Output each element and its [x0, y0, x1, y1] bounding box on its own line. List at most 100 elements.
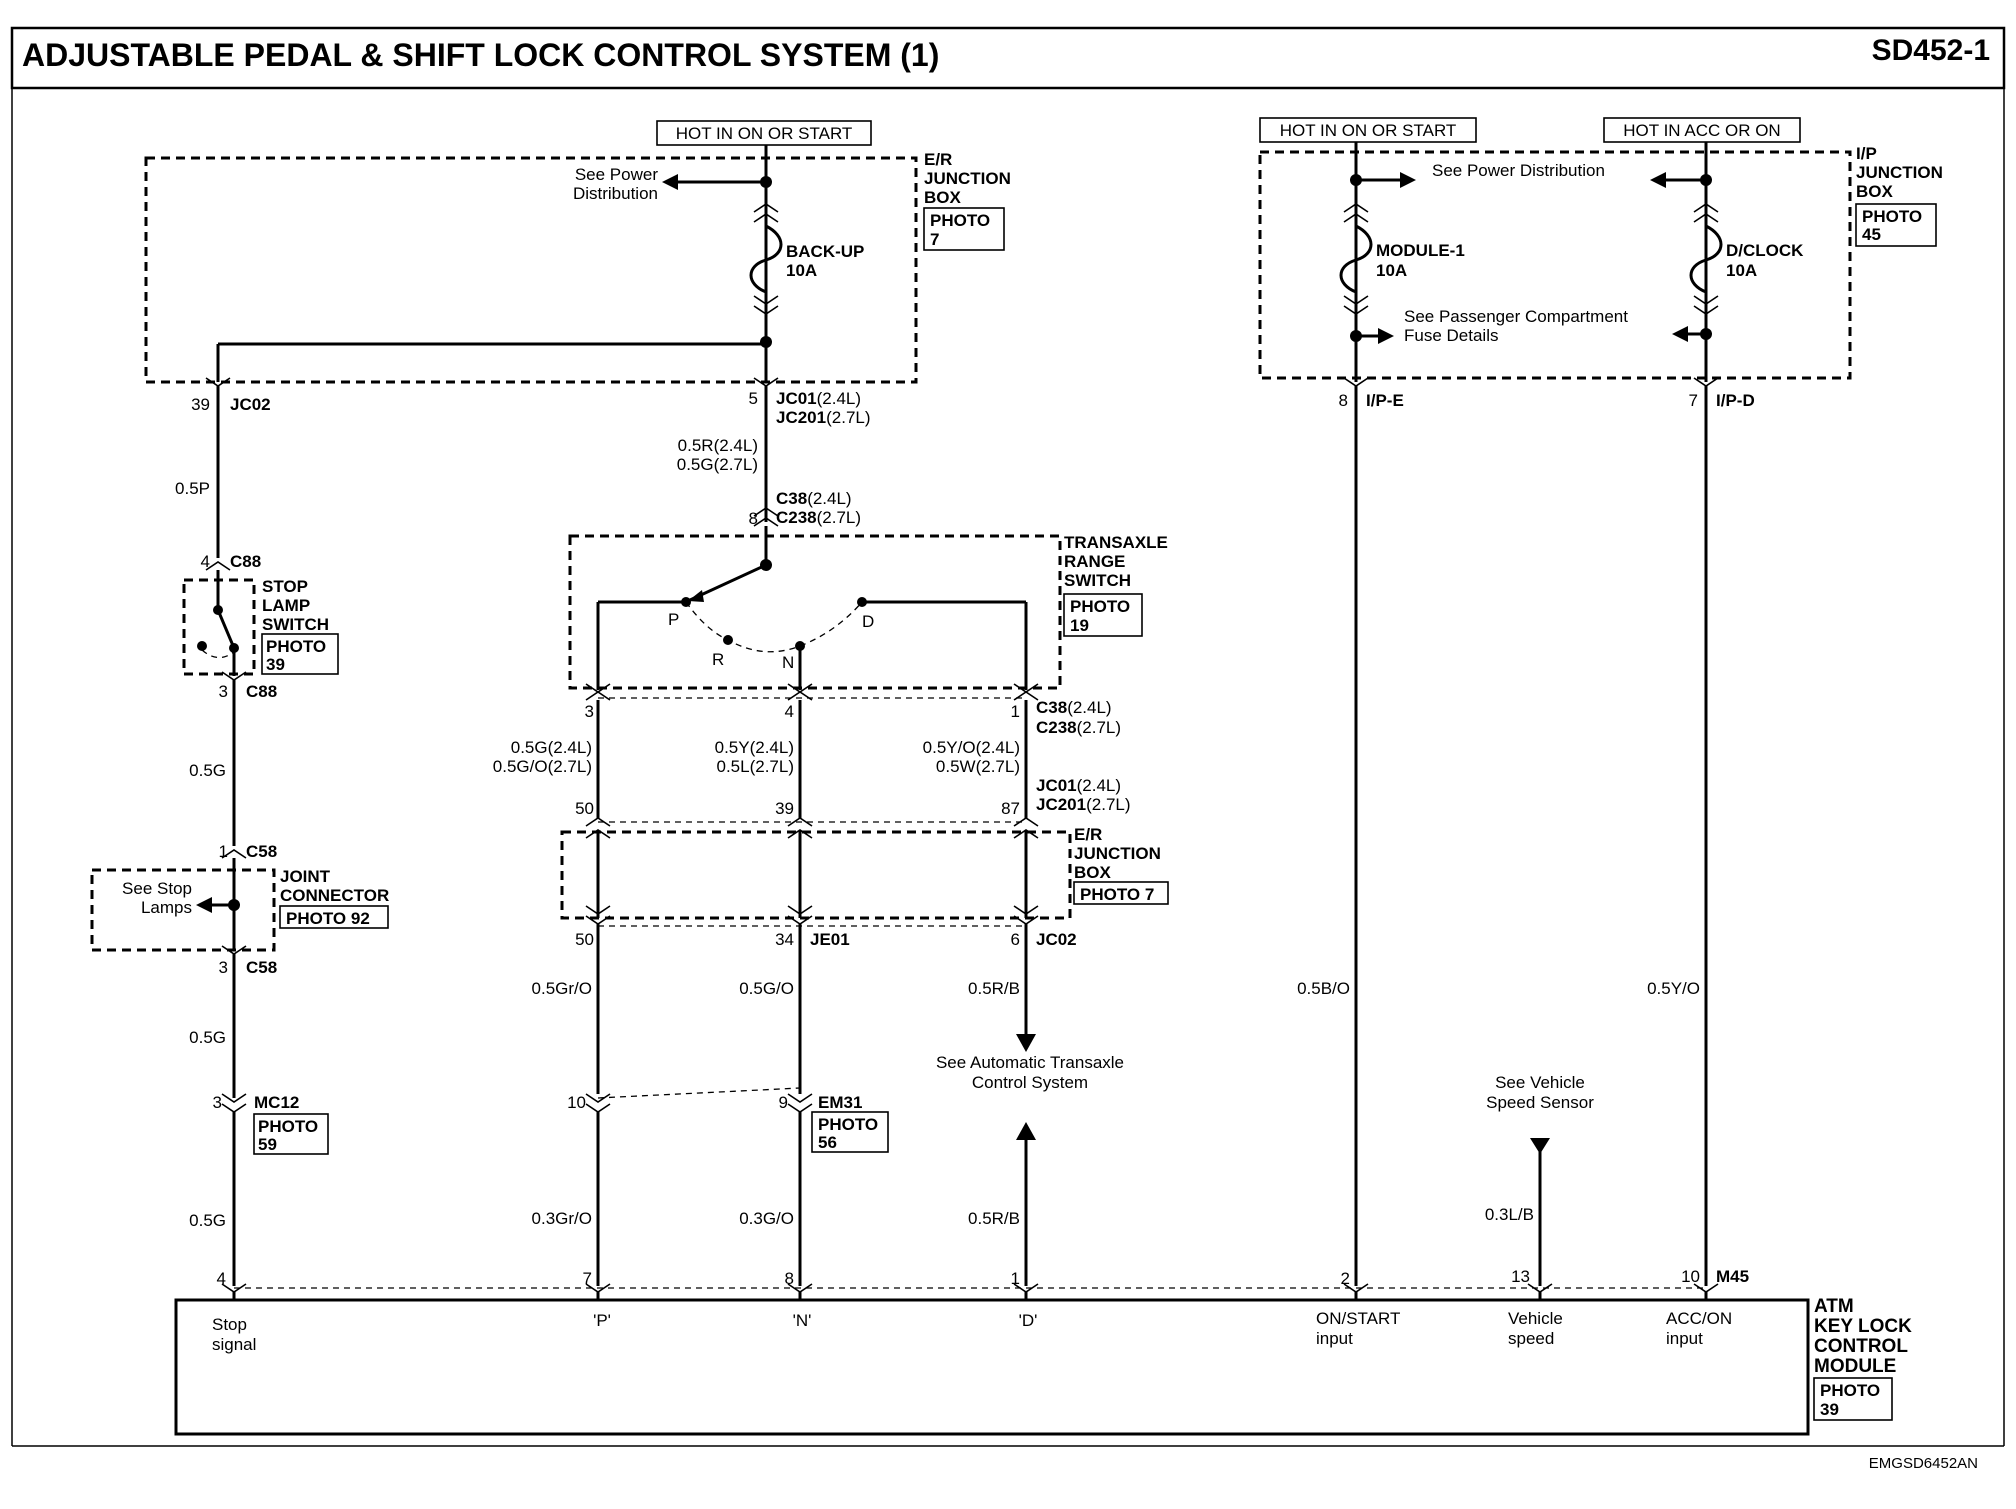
svg-text:4: 4 [785, 702, 794, 721]
svg-text:C58: C58 [246, 958, 277, 977]
svg-text:JC01(2.4L): JC01(2.4L) [776, 389, 861, 408]
see-power-dist-er-1: See Power [575, 165, 658, 184]
svg-text:10: 10 [567, 1093, 586, 1112]
svg-text:KEY LOCK: KEY LOCK [1814, 1316, 1912, 1337]
svg-text:3: 3 [585, 702, 594, 721]
input-d: 'D' [1019, 1311, 1038, 1330]
frame [11, 88, 2005, 1447]
page-code: SD452-1 [1872, 34, 1990, 67]
svg-text:BOX: BOX [1856, 182, 1894, 201]
er-junction-box-mid: E/R JUNCTION BOX PHOTO 7 [560, 817, 1169, 927]
hot-label-ip-1: HOT IN ON OR START [1280, 121, 1457, 140]
svg-text:TRANSAXLE: TRANSAXLE [1064, 533, 1168, 552]
svg-text:M45: M45 [1716, 1267, 1749, 1286]
svg-text:6: 6 [1011, 930, 1020, 949]
svg-text:C58: C58 [246, 842, 277, 861]
svg-text:I/P: I/P [1856, 144, 1877, 163]
svg-text:50: 50 [575, 799, 594, 818]
svg-text:I/P-D: I/P-D [1716, 391, 1755, 410]
svg-text:See Stop: See Stop [122, 879, 192, 898]
input-p: 'P' [593, 1311, 611, 1330]
svg-text:8: 8 [1339, 391, 1348, 410]
svg-text:JOINT: JOINT [280, 867, 331, 886]
transaxle-range-switch: P R N D TRANSAXLE RANGE SWITCH PHOTO 19 [568, 526, 1168, 693]
hot-label-er: HOT IN ON OR START [676, 124, 853, 143]
svg-text:3: 3 [213, 1093, 222, 1112]
input-acc-on-1: ACC/ON [1666, 1309, 1732, 1328]
wire-05g-1: 0.5G [189, 761, 226, 780]
transaxle-feed: 0.5R(2.4L) 0.5G(2.7L) 8 C38(2.4L) C238(2… [677, 386, 861, 528]
svg-text:C88: C88 [246, 682, 277, 701]
svg-text:Lamps: Lamps [141, 898, 192, 917]
svg-text:2: 2 [1341, 1269, 1350, 1288]
svg-text:8: 8 [785, 1269, 794, 1288]
svg-text:JC02: JC02 [1036, 930, 1077, 949]
connector-jc02-top: 39 JC02 [191, 395, 271, 414]
svg-text:JE01: JE01 [810, 930, 850, 949]
see-power-dist-ip: See Power Distribution [1432, 161, 1605, 180]
svg-text:0.5Y/O: 0.5Y/O [1647, 979, 1700, 998]
svg-text:PHOTO: PHOTO [1070, 597, 1130, 616]
er-jb-photo-1: PHOTO [930, 211, 990, 230]
svg-text:0.5W(2.7L): 0.5W(2.7L) [936, 757, 1020, 776]
svg-text:0.5L(2.7L): 0.5L(2.7L) [717, 757, 795, 776]
svg-text:ATM: ATM [1814, 1296, 1854, 1317]
input-stop-1: Stop [212, 1315, 247, 1334]
svg-text:CONTROL: CONTROL [1814, 1336, 1908, 1357]
svg-text:C88: C88 [230, 552, 261, 571]
svg-text:39: 39 [266, 655, 285, 674]
er-jb-photo-2: 7 [930, 230, 939, 249]
pos-r: R [712, 650, 724, 669]
ip-junction-box: HOT IN ON OR START HOT IN ACC OR ON See … [1258, 117, 1943, 387]
hot-label-ip-2: HOT IN ACC OR ON [1623, 121, 1780, 140]
wire-05g-2: 0.5G [189, 1028, 226, 1047]
svg-text:1: 1 [219, 842, 228, 861]
svg-text:CONNECTOR: CONNECTOR [280, 886, 389, 905]
svg-text:MODULE-1: MODULE-1 [1376, 241, 1465, 260]
input-vehicle-speed-2: speed [1508, 1329, 1554, 1348]
svg-text:JC201(2.7L): JC201(2.7L) [776, 408, 871, 427]
svg-text:C38(2.4L): C38(2.4L) [776, 489, 852, 508]
svg-text:3: 3 [219, 958, 228, 977]
svg-text:3: 3 [219, 682, 228, 701]
svg-text:Fuse Details: Fuse Details [1404, 326, 1498, 345]
svg-text:45: 45 [1862, 225, 1881, 244]
svg-text:0.3Gr/O: 0.3Gr/O [532, 1209, 592, 1228]
svg-text:0.5B/O: 0.5B/O [1297, 979, 1350, 998]
pos-n: N [782, 653, 794, 672]
svg-text:PHOTO: PHOTO [266, 637, 326, 656]
svg-text:STOP: STOP [262, 577, 308, 596]
connector-c38-bottom: 3 4 1 C38(2.4L) C238(2.7L) [585, 691, 1121, 737]
svg-text:JC201(2.7L): JC201(2.7L) [1036, 795, 1131, 814]
svg-text:0.5G(2.4L): 0.5G(2.4L) [511, 738, 592, 757]
svg-text:SWITCH: SWITCH [1064, 571, 1131, 590]
input-acc-on-2: input [1666, 1329, 1703, 1348]
svg-text:1: 1 [1011, 1269, 1020, 1288]
backup-fuse-name: BACK-UP [786, 242, 864, 261]
module-input-wires-right: 0.5B/O 0.5Y/O See Vehicle Speed Sensor 0… [1297, 386, 1708, 1286]
svg-text:PHOTO 7: PHOTO 7 [1080, 885, 1154, 904]
svg-text:0.5Gr/O: 0.5Gr/O [532, 979, 592, 998]
connector-je01: 50 34 JE01 6 JC02 [575, 930, 1077, 949]
input-vehicle-speed-1: Vehicle [1508, 1309, 1563, 1328]
svg-text:0.5G/O(2.7L): 0.5G/O(2.7L) [493, 757, 592, 776]
svg-text:0.5Y(2.4L): 0.5Y(2.4L) [715, 738, 794, 757]
svg-text:10A: 10A [1726, 261, 1757, 280]
transaxle-output-wires: 0.5G(2.4L) 0.5G/O(2.7L) 0.5Y(2.4L) 0.5L(… [493, 700, 1028, 818]
svg-text:JUNCTION: JUNCTION [1074, 844, 1161, 863]
svg-text:0.5G/O: 0.5G/O [739, 979, 794, 998]
svg-text:0.3G/O: 0.3G/O [739, 1209, 794, 1228]
svg-text:1: 1 [1011, 702, 1020, 721]
svg-text:0.5G(2.7L): 0.5G(2.7L) [677, 455, 758, 474]
svg-text:C238(2.7L): C238(2.7L) [1036, 718, 1121, 737]
svg-text:PHOTO 92: PHOTO 92 [286, 909, 370, 928]
svg-text:C238(2.7L): C238(2.7L) [776, 508, 861, 527]
input-on-start-2: input [1316, 1329, 1353, 1348]
svg-text:7: 7 [583, 1269, 592, 1288]
see-vss-2: Speed Sensor [1486, 1093, 1594, 1112]
svg-text:5: 5 [749, 389, 758, 408]
svg-text:LAMP: LAMP [262, 596, 310, 615]
pos-p: P [668, 610, 679, 629]
er-jb-name-1: E/R [924, 150, 952, 169]
